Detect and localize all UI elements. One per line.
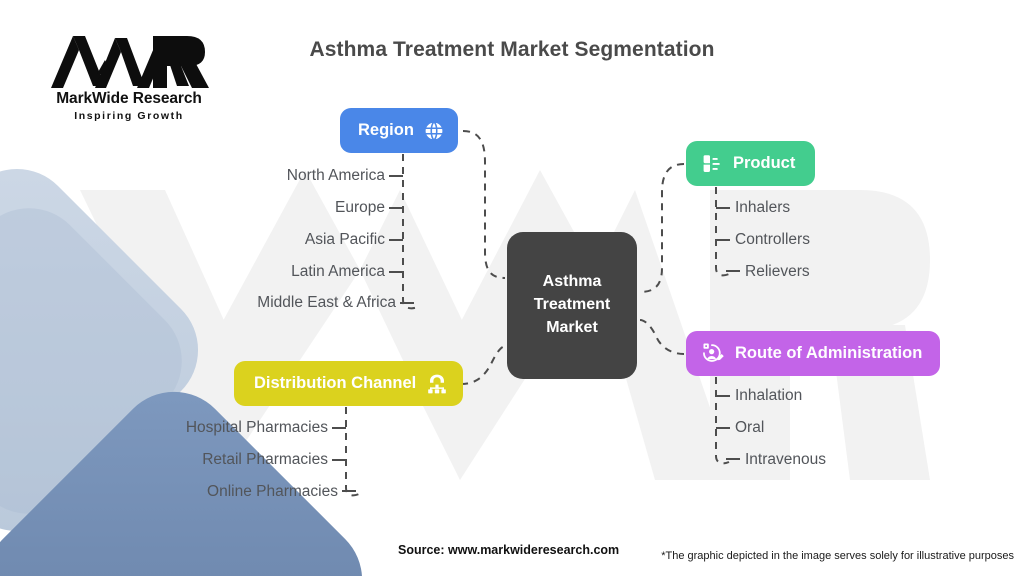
- leaf-route-2: Intravenous: [745, 451, 826, 468]
- brand-logo: MarkWide Research Inspiring Growth: [24, 30, 234, 122]
- leaf-product-1: Controllers: [735, 231, 810, 248]
- leaf-region-4: Middle East & Africa: [257, 294, 396, 311]
- logo-tagline: Inspiring Growth: [74, 110, 184, 122]
- branch-node-product[interactable]: Product: [686, 141, 816, 186]
- wire-product-spine: [715, 187, 730, 277]
- inhaler-spray-icon: [703, 154, 720, 172]
- leaf-region-0: North America: [286, 167, 385, 184]
- wire-route-spine: [715, 377, 730, 465]
- leaf-route-1: Oral: [735, 419, 765, 436]
- leaf-product-0: Inhalers: [735, 199, 791, 216]
- wire-center-region: [462, 130, 506, 279]
- wire-distribution-spine: [345, 407, 360, 497]
- leaf-distribution-0: Hospital Pharmacies: [185, 419, 328, 436]
- leaf-product-2: Relievers: [745, 263, 810, 280]
- branch-node-route-of-administration[interactable]: Route of Administration: [686, 331, 941, 376]
- leaf-distribution-2: Online Pharmacies: [207, 483, 338, 500]
- leaf-route-0: Inhalation: [735, 387, 803, 404]
- branch-label-region: Region: [358, 121, 414, 139]
- sitemap-icon: [428, 374, 447, 393]
- page-title: Asthma Treatment Market Segmentation: [309, 38, 715, 61]
- leaf-distribution-1: Retail Pharmacies: [202, 451, 328, 468]
- branch-label-distribution-channel: Distribution Channel: [254, 374, 417, 392]
- leaf-region-2: Asia Pacific: [304, 231, 385, 248]
- leaf-region-1: Europe: [335, 199, 385, 216]
- globe-icon: [423, 120, 444, 141]
- leaf-region-3: Latin America: [291, 263, 385, 280]
- center-node[interactable]: Asthma Treatment Market: [507, 232, 637, 379]
- center-node-label: Asthma Treatment Market: [533, 273, 611, 336]
- branch-label-route-of-administration: Route of Administration: [735, 344, 923, 362]
- source-credit: Source: www.markwideresearch.com: [398, 543, 620, 557]
- logo-company-name: MarkWide Research: [56, 90, 202, 107]
- wire-region-spine: [402, 154, 419, 310]
- wire-center-route: [639, 319, 685, 355]
- branch-node-distribution-channel[interactable]: Distribution Channel: [234, 361, 464, 406]
- branch-node-region[interactable]: Region: [340, 108, 458, 153]
- disclaimer-note: *The graphic depicted in the image serve…: [661, 550, 1014, 562]
- mwr-logo-icon: [51, 36, 209, 88]
- branch-label-product: Product: [733, 154, 796, 172]
- wire-center-product: [639, 163, 685, 293]
- user-profile-edit-icon: [703, 343, 724, 362]
- wire-center-distribution: [460, 345, 507, 385]
